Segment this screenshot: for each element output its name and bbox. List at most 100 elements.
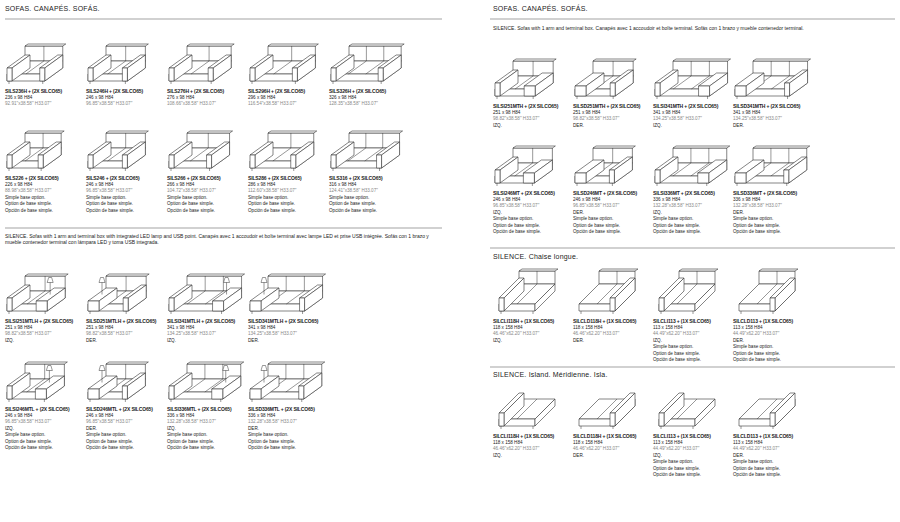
sofa-line: [609, 170, 614, 183]
base-note: Opción de base simple.: [329, 208, 377, 215]
dimensions-cm: 251 x 98 H84: [5, 325, 32, 332]
section-title: SILENCE. Sofas with 1 arm and terminal b…: [493, 25, 893, 31]
sofa-line: [708, 148, 709, 163]
sofa-line: [673, 59, 731, 61]
sofa-line: [615, 70, 633, 96]
side-note: DER.: [86, 338, 97, 345]
sofa-line: [106, 362, 148, 364]
dimensions-inch: 44.49"x62.20" H33.07": [653, 446, 699, 453]
dimensions-cm: 341 x 98 H84: [248, 325, 275, 332]
model-code: SILSD246MTL + (2X SILCO65): [86, 406, 153, 413]
base-note: Option de base simple.: [167, 439, 214, 446]
sofa-line: [93, 142, 111, 168]
dimensions-inch: 96.85"x38.58" H33.07": [493, 203, 539, 210]
dimensions-cm: 341 x 98 H84: [733, 110, 760, 117]
sofa-line: [250, 389, 261, 399]
base-note: Simple base option.: [5, 432, 45, 439]
dimensions-cm: 118 x 158 H84: [493, 440, 523, 447]
dimensions-inch: 98.82"x38.58" H33.07": [86, 331, 132, 338]
sofa-line: [90, 399, 91, 402]
base-note: Option de base simple.: [733, 466, 780, 473]
dimensions-cm: 113 x 158 H84: [733, 440, 763, 447]
side-note: IZQ.: [493, 210, 502, 217]
sofa-line: [88, 301, 99, 311]
sofa-line: [690, 148, 691, 163]
sofa-line: [12, 55, 30, 81]
base-note: Simple base option.: [733, 216, 773, 223]
sofa-line: [204, 364, 205, 379]
dimensions-inch: 46.46"x62.20" H33.07": [493, 446, 539, 453]
base-note: Opción de base simple.: [493, 229, 541, 236]
sofa-line: [693, 426, 694, 429]
sofa-line: [305, 285, 323, 311]
page-heading: SOFAS. CANAPÉS. SOFÁS.: [493, 6, 588, 13]
sofa-line: [613, 311, 614, 314]
model-code: SILS246H + (2X SILCO65): [86, 88, 143, 95]
sofa-line: [261, 376, 279, 399]
sofa-line: [42, 81, 43, 84]
sofa-line: [43, 133, 44, 148]
sofa-line: [205, 276, 206, 291]
sofa-line: [190, 148, 208, 161]
sofa-line: [349, 44, 404, 46]
sofa-line: [534, 160, 552, 183]
sofa-line: [25, 131, 64, 133]
side-note: IZQ.: [167, 338, 176, 345]
sofa-line: [25, 44, 66, 46]
sofa-line: [250, 68, 255, 81]
sofa-line: [535, 73, 553, 96]
base-note: Opción de base simple.: [733, 357, 781, 364]
sofa-line: [770, 298, 775, 311]
base-note: Option de base simple.: [653, 223, 700, 230]
sofa-line: [45, 55, 63, 81]
sofa-line: [382, 142, 400, 168]
side-note: DER.: [573, 338, 584, 345]
dimensions-cm: 246 x 98 H84: [86, 413, 113, 420]
sofa-line: [610, 83, 615, 96]
sofa-line: [693, 311, 694, 314]
sofa-line: [787, 96, 788, 99]
sofa-line: [331, 155, 336, 168]
sofa-line: [93, 55, 111, 81]
sofa-line: [495, 83, 500, 96]
sofa-line: [771, 61, 772, 76]
sofa-line: [90, 168, 91, 171]
model-code: SILCLI118H + (1X SILCO65): [493, 433, 554, 440]
sofa-line: [169, 68, 174, 81]
sofa-line: [12, 285, 30, 311]
base-note: Simple base option.: [733, 459, 773, 466]
dimensions-cm: 316 x 98 H84: [329, 182, 356, 189]
base-note: Option de base simple.: [86, 201, 133, 208]
base-note: Option de base simple.: [653, 351, 700, 358]
sofa-line: [575, 173, 586, 183]
sofa-line: [785, 83, 790, 96]
dimensions-inch: 44.49"x62.20" H33.07": [653, 331, 699, 338]
base-note: Simple base option.: [493, 216, 533, 223]
base-note: Simple base option.: [573, 216, 613, 223]
sofa-line: [691, 61, 692, 76]
sofa-line: [657, 96, 658, 99]
sofa-line: [533, 426, 534, 429]
sofa-line: [775, 278, 795, 311]
sofa-line: [169, 298, 174, 311]
model-code: SILS326H + (2X SILCO65): [329, 88, 386, 95]
side-note: IZQ.: [493, 453, 502, 460]
dimensions-cm: 246 x 98 H84: [573, 197, 600, 204]
sofa-line: [268, 362, 325, 364]
sofa-line: [25, 362, 67, 364]
sofa-line: [47, 288, 65, 311]
base-note: Opción de base simple.: [653, 357, 701, 364]
sofa-line: [695, 284, 715, 311]
sofa-line: [122, 155, 127, 168]
dimensions-inch: 98.82"x38.58" H33.07": [493, 116, 539, 123]
model-code: SILCLD118H + (1X SILCO65): [573, 318, 636, 325]
dimensions-inch: 116.54"x38.58" H33.07": [248, 101, 296, 108]
sofa-line: [213, 301, 224, 311]
model-code: SILSI341MTLH + (2X SILCO65): [167, 318, 235, 325]
sofa-line: [577, 96, 578, 99]
sofa-line: [614, 157, 632, 183]
sofa-line: [9, 81, 10, 84]
sofa-line: [290, 133, 291, 148]
base-note: Simple base option.: [86, 432, 126, 439]
sofa-line: [208, 68, 213, 81]
